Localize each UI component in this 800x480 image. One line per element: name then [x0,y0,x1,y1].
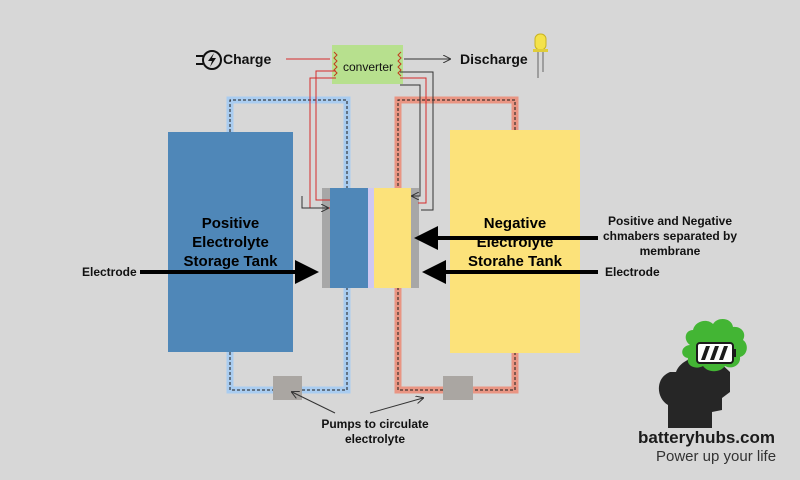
electrode-left-label: Electrode [82,265,137,279]
converter-coil-left [333,51,338,77]
converter-coil-right [397,51,402,77]
charge-label: Charge [223,51,272,67]
wiring [301,70,434,210]
positive-tank-title-line3: Storage Tank [183,253,278,270]
positive-tank-title: Positive Electrolyte Storage Tank [168,214,293,271]
membrane-caption-line3: membrane [639,244,701,258]
pumps-caption: Pumps to circulate electrolyte [310,417,440,447]
negative-tank-title-line1: Negative [483,215,547,232]
membrane-caption: Positive and Negative chmabers separated… [600,214,740,259]
pump-positive [273,376,302,400]
positive-half-cell [330,188,368,288]
positive-tank-title-line2: Electrolyte [192,234,269,251]
led-bulb-icon [533,33,548,78]
negative-electrode-plate [411,188,419,288]
cell-stack [322,188,419,288]
membrane [368,188,374,288]
brain-battery-logo-icon [658,318,747,428]
pump-negative [443,376,473,400]
negative-tank-title-line3: Storahe Tank [468,253,562,270]
positive-electrode-plate [322,188,330,288]
lightning-plug-icon [196,50,222,70]
membrane-caption-line2: chmabers separated by [602,229,738,243]
brand-tagline: Power up your life [656,448,777,465]
negative-tank-title: Negative Electrolyte Storahe Tank [450,214,580,271]
negative-half-cell [374,188,411,288]
brand-name: batteryhubs.com [638,428,775,447]
positive-tank [168,132,293,352]
converter-label: converter [343,60,394,74]
negative-tank-title-line2: Electrolyte [476,234,554,251]
converter-box [332,45,403,84]
pumps-caption-line2: electrolyte [344,432,406,446]
pump-pointer-right [369,398,423,414]
membrane-caption-line1: Positive and Negative [607,214,733,228]
positive-tank-title-line1: Positive [201,215,260,232]
negative-tank [450,130,580,353]
pumps-caption-line1: Pumps to circulate [321,417,429,431]
pump-pointer-left [292,392,336,414]
electrode-right-label: Electrode [605,265,660,279]
discharge-label: Discharge [460,51,528,67]
